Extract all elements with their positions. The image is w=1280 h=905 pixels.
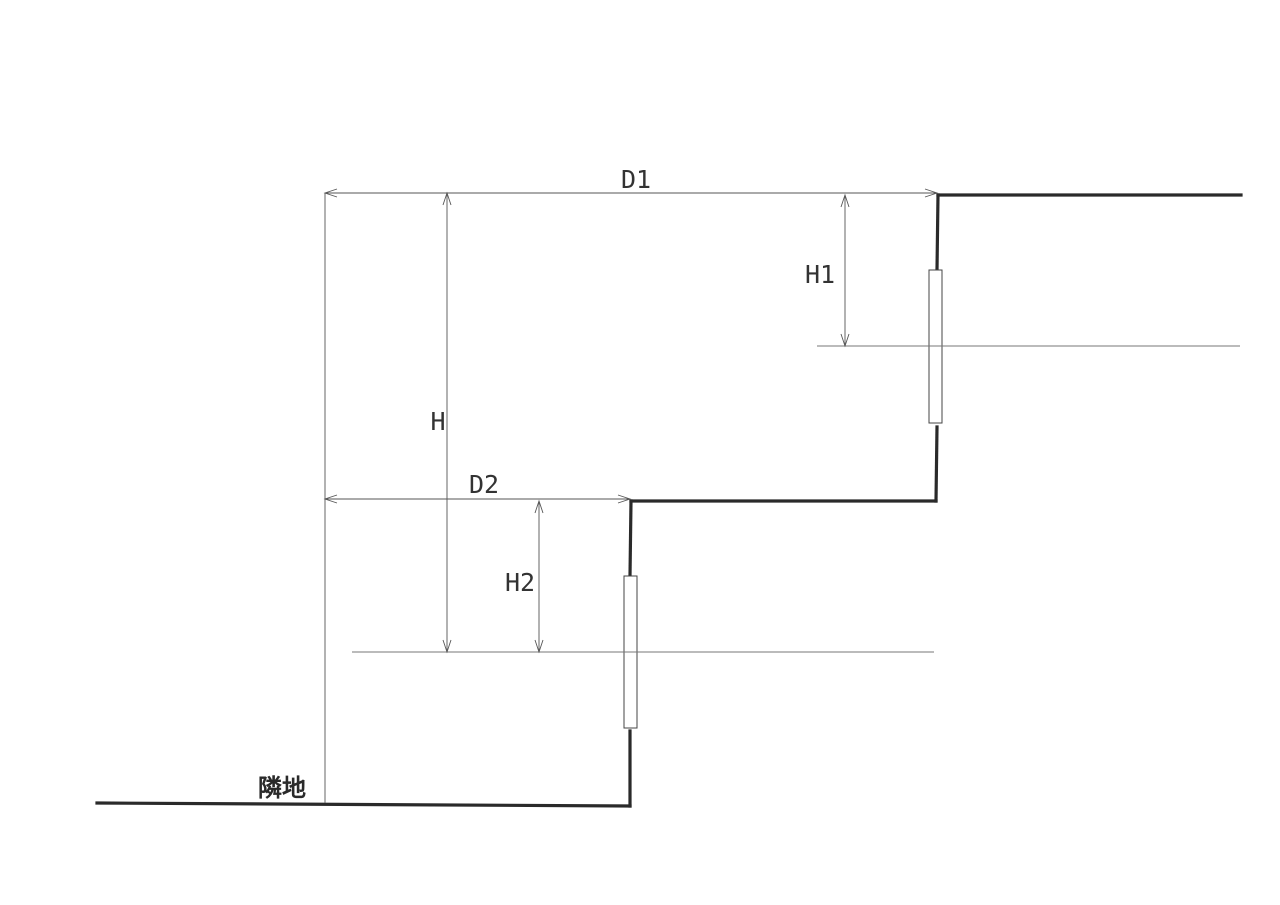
d2-label: D2 <box>469 470 499 499</box>
h-arrow-top <box>442 191 452 206</box>
d1-arrow-left <box>323 188 338 198</box>
h2-arrow-bottom <box>534 639 544 654</box>
d2-dimension <box>323 494 632 504</box>
h1-arrow-bottom <box>840 333 850 348</box>
d2-arrow-right <box>617 494 632 504</box>
neighbor-land-label: 隣地 <box>258 774 306 802</box>
upper-wall-panel <box>928 269 943 424</box>
h2-label: H2 <box>505 568 535 597</box>
h-dimension <box>442 191 452 654</box>
h1-arrow-top <box>840 193 850 208</box>
h1-label: H1 <box>805 260 835 289</box>
d1-label: D1 <box>621 165 651 194</box>
h2-dimension <box>534 499 544 654</box>
d1-dimension <box>323 188 939 198</box>
h-label: H <box>430 407 445 436</box>
h1-dimension <box>840 193 850 348</box>
ground-profile <box>95 193 1243 808</box>
upper-wall-top-segment <box>935 193 940 272</box>
upper-wall-bottom-segment <box>934 425 939 503</box>
d1-arrow-right <box>924 188 939 198</box>
h-arrow-bottom <box>442 639 452 654</box>
ground-neighbor-land <box>95 801 632 808</box>
h2-arrow-top <box>534 499 544 514</box>
lower-wall-top-segment <box>628 499 633 578</box>
d2-arrow-left <box>323 494 338 504</box>
